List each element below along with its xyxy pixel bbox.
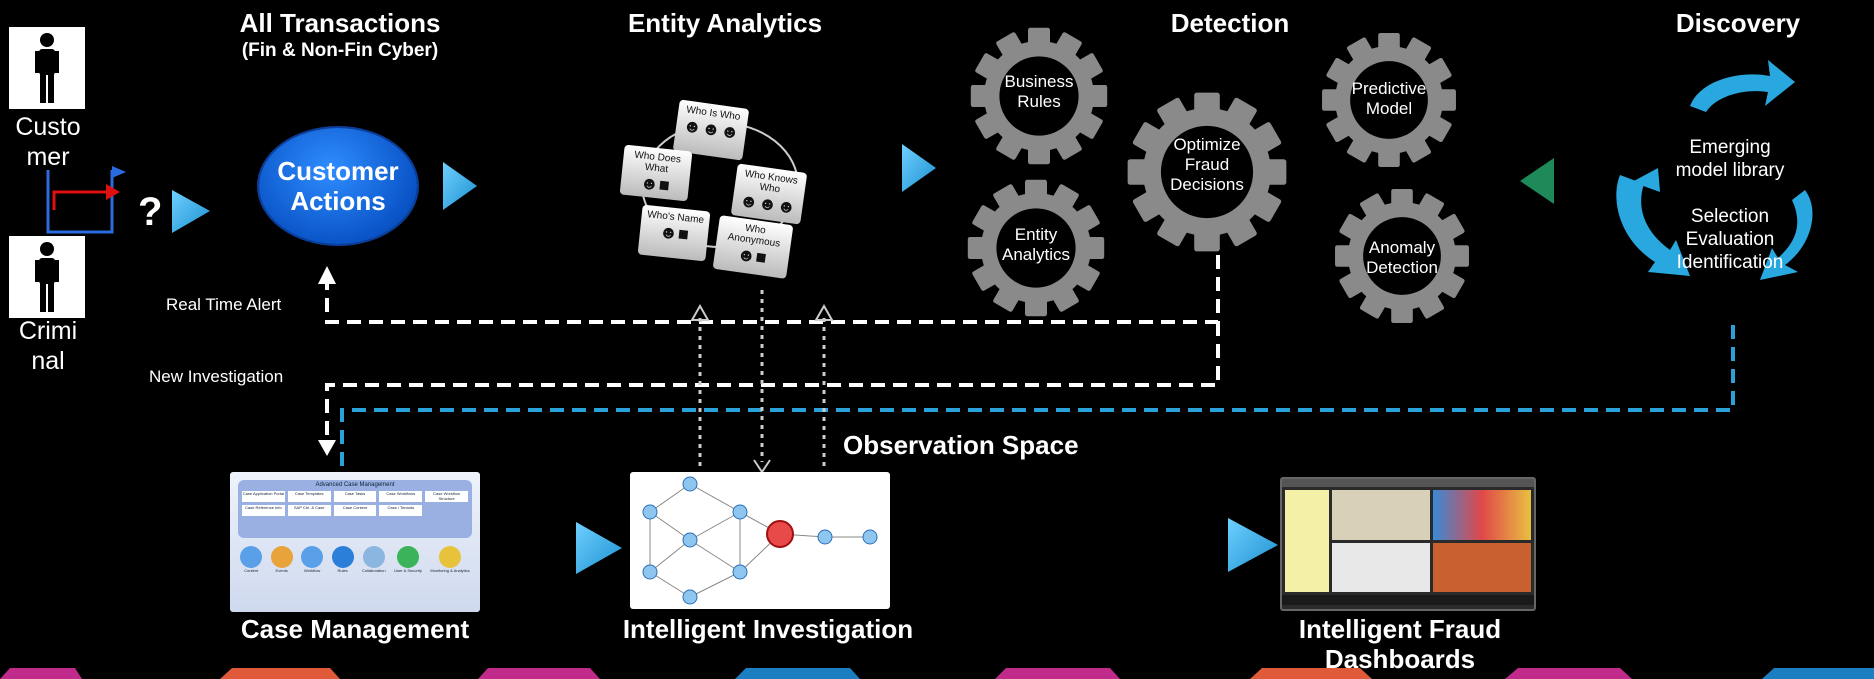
header-discovery: Discovery [1675,8,1801,38]
discovery-cycle [1616,60,1813,280]
down-arrow-icon [318,440,336,456]
case-cell: Case / Tenants [379,505,423,516]
customer-actions-label: Customer Actions [277,156,399,216]
flow-arrow-icon [172,190,210,233]
new-investigation-label: New Investigation [149,367,284,386]
gear-label-predictive-model: Predictive Model [1351,79,1427,118]
flow-arrow-icon [902,144,936,192]
case-cell: Case Reference Info [242,505,285,516]
customer-figure [9,27,85,109]
up-arrow-icon [318,266,336,284]
question-mark: ? [138,190,163,234]
flow-arrow-icon [443,162,477,210]
investigation-graph-panel [630,472,890,609]
red-arrow-icon [106,184,120,200]
customer-actions-node: Customer Actions [259,128,417,244]
caption-fraud-dashboards: Intelligent Fraud Dashboards [1298,614,1502,674]
header-detection: Detection [1170,8,1290,38]
fraud-dashboard-panel [1280,477,1536,611]
case-cell: Case Tasks [333,491,377,502]
actor-connector [46,166,126,234]
suspect-node-icon [766,520,794,548]
cycle-arrow-icon [1760,190,1813,280]
header-entity-analytics: Entity Analytics [627,8,823,38]
case-icon: Workflow [301,546,324,573]
header-all-transactions: All Transactions [239,8,441,38]
header-all-transactions-sub: (Fin & Non-Fin Cyber) [241,40,439,61]
criminal-label: Crimi nal [18,317,78,375]
case-panel-title: Advanced Case Management [315,482,395,488]
case-cell: Case Templates [287,491,331,502]
flow-arrow-icon [576,522,622,574]
case-icon: User & Security [394,546,422,573]
case-icon: Monitoring & Analytics [430,546,470,573]
network-graph [642,476,878,605]
case-cell: Case Application Portal [242,491,285,502]
case-cell: SAP Ctrl. & Case [287,505,331,516]
case-icon: Events [270,546,293,573]
flag-icon [112,166,126,178]
person-icon [35,33,59,103]
discovery-emerging: Emerging model library [1675,137,1785,181]
customer-label: Custo mer [15,113,81,171]
case-cell: Case Content [333,505,377,516]
gear-label-business-rules: Business Rules [1004,72,1074,111]
back-arrow-icon [1520,158,1554,204]
gear-label-anomaly-detection: Anomaly Detection [1366,238,1438,277]
real-time-alert-label: Real Time Alert [166,295,282,314]
observation-space-label: Observation Space [843,430,1079,460]
discovery-steps: Selection Evaluation Identification [1676,206,1784,273]
bottom-ribbon [0,668,1874,679]
case-management-panel: Advanced Case Management Case Applicatio… [230,472,480,612]
caption-intelligent-investigation: Intelligent Investigation [622,614,914,644]
cycle-arrow-icon [1616,175,1690,276]
case-icon: Collaboration [362,546,386,573]
case-cell: Case Workflow Structure [425,491,468,502]
case-icon: Rules [331,546,354,573]
flow-arrow-icon [1228,518,1278,572]
criminal-figure [9,236,85,318]
case-icon: Content [240,546,263,573]
person-icon [35,242,59,312]
caption-case-management: Case Management [240,614,470,644]
up-arrow-icon [814,303,834,321]
case-cell: Case Workflows [379,491,423,502]
gear-label-optimize: Optimize Fraud Decisions [1170,135,1244,194]
up-arrow-icon [690,303,710,321]
gear-label-entity-analytics: Entity Analytics [1001,225,1071,264]
cycle-arrow-icon [1690,60,1795,112]
